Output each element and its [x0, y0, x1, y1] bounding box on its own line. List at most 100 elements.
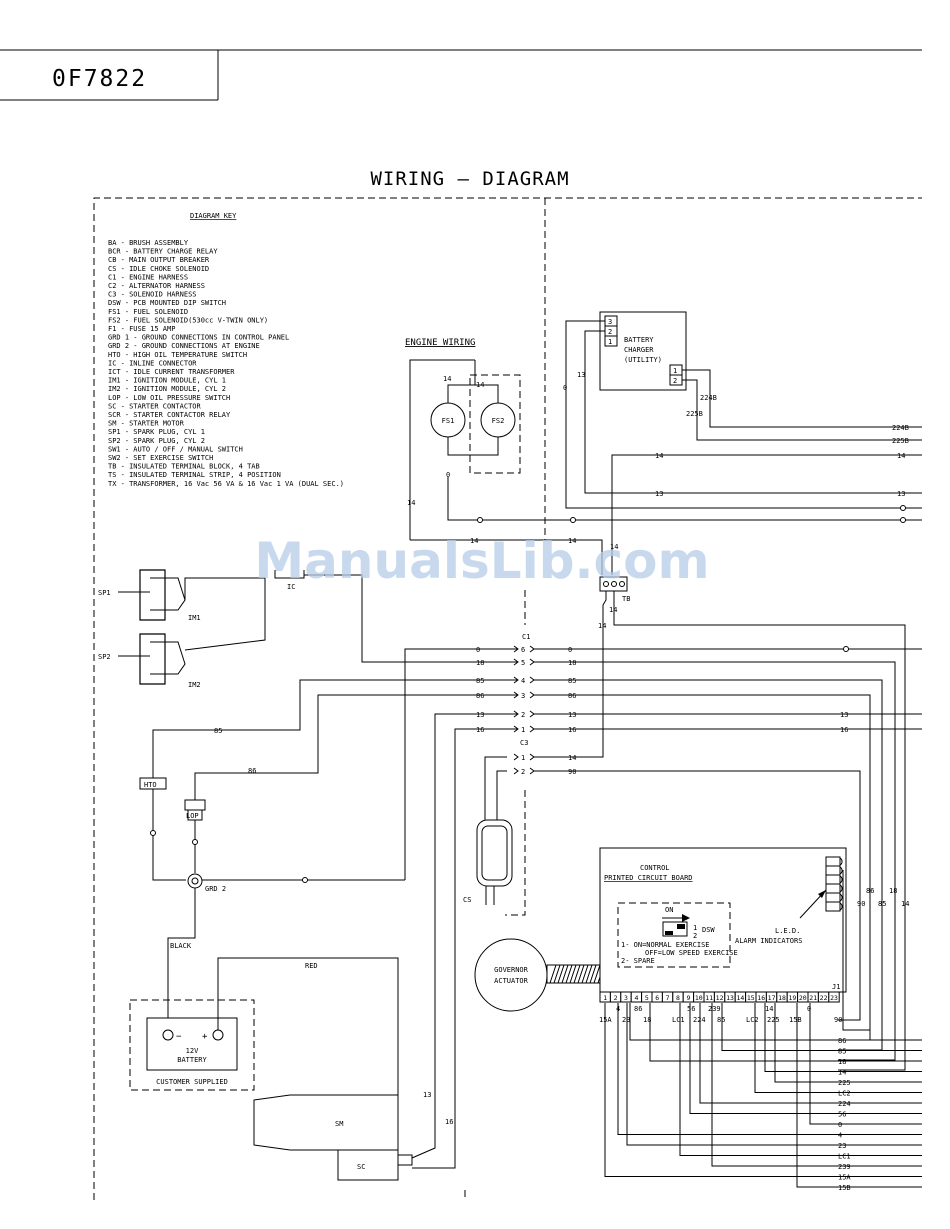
- c1-wire-left: 86: [476, 692, 484, 700]
- key-item: C3 - SOLENOID HARNESS: [108, 291, 197, 299]
- c1-wire-right: 18: [568, 659, 576, 667]
- dsw-note-2: OFF=LOW SPEED EXERCISE: [645, 949, 738, 957]
- bus-wire-label: LC1: [838, 1153, 851, 1161]
- charger-wire-224b: 224B: [700, 394, 717, 402]
- dsw-pin-2: 2: [693, 932, 697, 940]
- c1-wire-left: 13: [476, 711, 484, 719]
- bus-wire-label: LC2: [838, 1090, 851, 1098]
- key-item: IC - INLINE CONNECTOR: [108, 359, 197, 367]
- key-heading: DIAGRAM KEY: [190, 212, 237, 220]
- bus-wire-label: 224: [838, 1100, 851, 1108]
- battery-charger: 3 2 1 1 2 BATTERY CHARGER (UTILITY) 224B…: [563, 311, 922, 509]
- red-label: RED: [305, 962, 318, 970]
- battery-label-1: 12V: [186, 1047, 199, 1055]
- ic-label: IC: [287, 583, 295, 591]
- j1-pin: 3: [624, 994, 628, 1002]
- j1-pin: 4: [634, 994, 638, 1002]
- j1-label: J1: [832, 983, 840, 991]
- j1-pin: 21: [809, 994, 817, 1002]
- watermark: ManualsLib.com: [254, 532, 709, 590]
- charger-pin-1: 1: [608, 338, 612, 346]
- j1-top-label: 86: [634, 1005, 642, 1013]
- charger-wire-225b: 225B: [686, 410, 703, 418]
- c1-pin: 5: [521, 659, 525, 667]
- starter-motor: SM SC: [253, 1094, 413, 1181]
- wire-16-down: 16: [445, 1118, 453, 1126]
- charger-pin-2: 2: [608, 328, 612, 336]
- j1-bottom-label: 224: [693, 1016, 706, 1024]
- j1-pin: 15: [747, 994, 755, 1002]
- tb-wire-14-top: 14: [610, 543, 618, 551]
- wire-label-14c: 14: [470, 537, 478, 545]
- fs-wire-14: 14: [443, 375, 451, 383]
- bus-wire-label: 225: [838, 1079, 851, 1087]
- hto-label: HTO: [144, 781, 157, 789]
- engine-wire-14-label: 14: [407, 499, 415, 507]
- key-item: GRD 2 - GROUND CONNECTIONS AT ENGINE: [108, 342, 260, 350]
- wire-label-224b: 224B: [892, 424, 909, 432]
- im2-label: IM2: [188, 681, 201, 689]
- j1-top-label: 56: [687, 1005, 695, 1013]
- key-item: FS2 - FUEL SOLENOID(530cc V-TWIN ONLY): [108, 316, 268, 324]
- cs-label: CS: [463, 896, 471, 904]
- vert-label-86: 86: [866, 887, 874, 895]
- control-pcb: CONTROL PRINTED CIRCUIT BOARD ON 1 DSW 2…: [599, 847, 870, 1031]
- fs2-wire-14: 14: [476, 381, 484, 389]
- charger-wire-13: 13: [577, 371, 585, 379]
- ignition-section: SP1 SP2 IM1 IM2 IC: [98, 569, 507, 689]
- c1-label: C1: [522, 633, 530, 641]
- j1-top-label: 239: [708, 1005, 721, 1013]
- right-wire-16: 16: [840, 726, 848, 734]
- j1-pin: 10: [695, 994, 703, 1002]
- battery-section: − + 12V BATTERY CUSTOMER SUPPLIED RED: [129, 957, 399, 1095]
- key-item: BCR - BATTERY CHARGE RELAY: [108, 248, 218, 256]
- bus-wire-label: 15A: [838, 1174, 851, 1182]
- c3-wire-90: 90: [568, 768, 576, 776]
- c1-wire-right: 0: [568, 646, 572, 654]
- j1-bottom-label: LC1: [672, 1016, 685, 1024]
- black-label: BLACK: [170, 942, 192, 950]
- c1-wire-left: 18: [476, 659, 484, 667]
- j1-pin: 16: [757, 994, 765, 1002]
- vert-label-90: 90: [857, 900, 865, 908]
- led-label-1: L.E.D.: [775, 927, 800, 935]
- right-wires-top: 224B 225B 14 14 13 13 14 14: [410, 424, 922, 575]
- j1-bottom-label: 85: [717, 1016, 725, 1024]
- j1-pin: 17: [768, 994, 776, 1002]
- wire-label-14: 14: [897, 452, 905, 460]
- j1-pin: 9: [686, 994, 690, 1002]
- c1-pin: 6: [521, 646, 525, 654]
- key-item: DSW - PCB MOUNTED DIP SWITCH: [108, 299, 226, 307]
- bus-wire-label: 239: [838, 1163, 851, 1171]
- vert-label-14: 14: [901, 900, 909, 908]
- c1-wire-left: 16: [476, 726, 484, 734]
- key-item: C2 - ALTERNATOR HARNESS: [108, 282, 205, 290]
- j1-pin: 5: [645, 994, 649, 1002]
- key-item: SW1 - AUTO / OFF / MANUAL SWITCH: [108, 445, 243, 453]
- tb-wire-14-left: 14: [598, 622, 606, 630]
- governor-label-2: ACTUATOR: [494, 977, 529, 985]
- c1-wire-right: 13: [568, 711, 576, 719]
- terminal-block: 14 TB 14 14: [540, 543, 906, 1071]
- key-item: SCR - STARTER CONTACTOR RELAY: [108, 411, 231, 419]
- battery-label-2: BATTERY: [177, 1056, 207, 1064]
- governor-label-1: GOVERNOR: [494, 966, 529, 974]
- sm-label: SM: [335, 1120, 343, 1128]
- bus-wire-label: 23: [838, 1142, 846, 1150]
- key-item: CS - IDLE CHOKE SOLENOID: [108, 265, 209, 273]
- tb-label: TB: [622, 595, 630, 603]
- key-item: GRD 1 - GROUND CONNECTIONS IN CONTROL PA…: [108, 334, 289, 342]
- c1-pin: 1: [521, 726, 525, 734]
- sp2-label: SP2: [98, 653, 111, 661]
- dsw-note-3: 2- SPARE: [621, 957, 655, 965]
- c1-pin: 4: [521, 677, 525, 685]
- engine-wiring: ENGINE WIRING FS1 FS2 14 14 0 14: [405, 338, 521, 540]
- j1-bottom-label: 23: [622, 1016, 630, 1024]
- pcb-title-1: CONTROL: [640, 864, 670, 872]
- c3-connector: C3 12 14 90: [484, 739, 861, 1021]
- charger-label-2: CHARGER: [624, 346, 654, 354]
- bus-wire-label: 0: [838, 1121, 842, 1129]
- key-item: F1 - FUSE 15 AMP: [108, 325, 175, 333]
